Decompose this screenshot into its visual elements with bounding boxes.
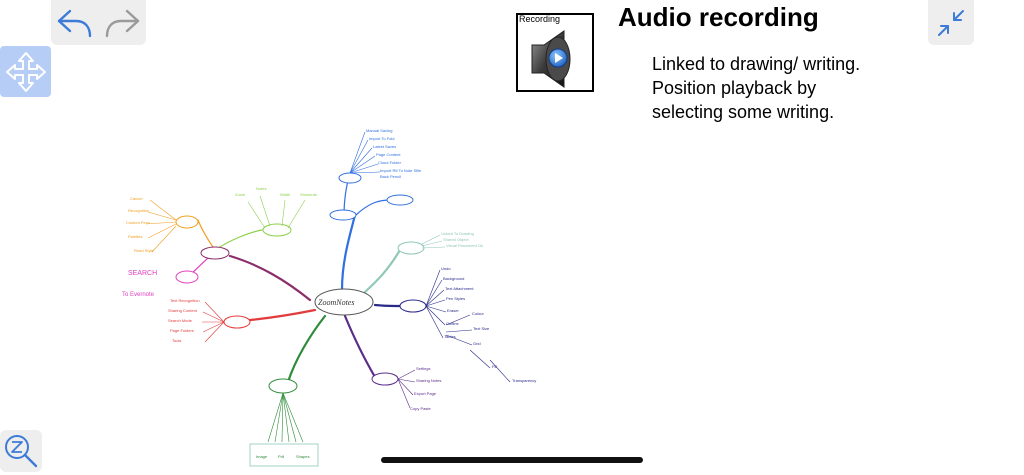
move-tool-button[interactable] <box>0 46 51 97</box>
mindmap-bottom-label-pdf: Pdf <box>278 454 285 459</box>
svg-text:Settings: Settings <box>416 366 430 371</box>
zoom-button[interactable] <box>0 430 42 472</box>
svg-text:Width: Width <box>280 192 290 197</box>
svg-text:Eraser: Eraser <box>447 308 459 313</box>
slide-description: Linked to drawing/ writing. Position pla… <box>652 54 861 122</box>
home-indicator[interactable] <box>381 457 643 463</box>
svg-text:Colour: Colour <box>472 311 484 316</box>
svg-text:Cancel: Cancel <box>130 196 143 201</box>
svg-text:Export Page: Export Page <box>414 391 437 396</box>
svg-text:Text Recognition: Text Recognition <box>170 298 200 303</box>
svg-text:Recognition: Recognition <box>128 208 149 213</box>
four-way-arrows-icon <box>5 51 46 92</box>
svg-text:Undo: Undo <box>441 266 451 271</box>
mindmap-bottom-label-shapes: Shapes <box>296 454 310 459</box>
recording-label: Recording <box>519 14 561 24</box>
audio-recording-thumbnail[interactable]: Recording <box>516 13 594 92</box>
undo-button[interactable] <box>53 3 97 43</box>
svg-text:Latest Saves: Latest Saves <box>373 144 396 149</box>
undo-redo-toolbar <box>51 0 146 45</box>
svg-text:Fill: Fill <box>492 364 497 369</box>
svg-text:Notes: Notes <box>256 186 266 191</box>
svg-text:Shared Object: Shared Object <box>443 237 469 242</box>
svg-text:Background: Background <box>443 276 464 281</box>
svg-text:Sharing Notes: Sharing Notes <box>416 378 441 383</box>
svg-text:Grid: Grid <box>473 341 481 346</box>
svg-text:Outline: Outline <box>446 321 459 326</box>
svg-text:Read Style: Read Style <box>134 248 154 253</box>
mindmap-evernote-label: To Evernote <box>122 292 155 298</box>
svg-text:Sharing Content: Sharing Content <box>168 308 198 313</box>
svg-text:Transparency: Transparency <box>512 378 536 383</box>
svg-text:Copy Paste: Copy Paste <box>410 406 431 411</box>
svg-text:Shortcuts: Shortcuts <box>300 192 317 197</box>
mindmap-center-label: ZoomNotes <box>318 298 354 307</box>
redo-arrow-icon <box>106 9 140 37</box>
svg-text:Visual Placement Ok: Visual Placement Ok <box>446 243 483 248</box>
collapse-button[interactable] <box>928 0 974 45</box>
svg-text:Import To Fold: Import To Fold <box>369 136 395 141</box>
svg-text:Import Rtf To Note Sfile: Import Rtf To Note Sfile <box>380 168 422 173</box>
svg-text:Pen Styles: Pen Styles <box>446 296 465 301</box>
redo-button[interactable] <box>100 3 144 43</box>
mindmap-search-label: SEARCH <box>128 270 157 277</box>
mindmap-bottom-label-image: Image <box>256 454 268 459</box>
svg-text:Manual Saving: Manual Saving <box>366 128 392 133</box>
speaker-icon <box>531 30 571 88</box>
svg-text:Page Folders: Page Folders <box>170 328 194 333</box>
slide-title: Audio recording <box>618 2 819 32</box>
svg-text:Text Size: Text Size <box>473 326 490 331</box>
svg-text:Custom Pens: Custom Pens <box>126 220 150 225</box>
svg-text:Palettes: Palettes <box>128 234 142 239</box>
svg-text:Back Pencil: Back Pencil <box>380 174 401 179</box>
svg-text:Cloud Folder: Cloud Folder <box>378 160 402 165</box>
undo-arrow-icon <box>57 9 91 37</box>
collapse-arrows-icon <box>938 9 964 36</box>
svg-text:Linked To Drawing: Linked To Drawing <box>441 231 474 236</box>
zoom-z-magnifier-icon <box>5 435 38 468</box>
svg-text:Text Attachment: Text Attachment <box>445 286 474 291</box>
svg-text:Page Content: Page Content <box>376 152 401 157</box>
svg-text:Zoom: Zoom <box>235 192 246 197</box>
svg-text:Tables: Tables <box>444 334 456 339</box>
svg-text:Search Mode: Search Mode <box>168 318 193 323</box>
svg-text:Tools: Tools <box>172 338 181 343</box>
